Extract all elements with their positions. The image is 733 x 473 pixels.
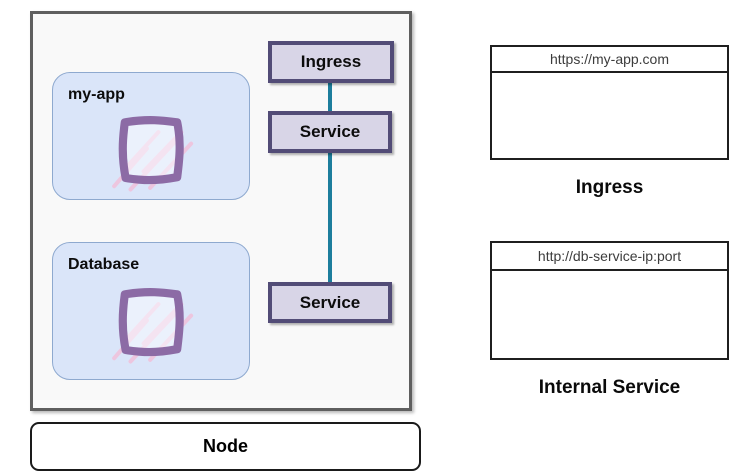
url-bar: https://my-app.com: [492, 47, 727, 73]
url-bar: http://db-service-ip:port: [492, 243, 727, 271]
connector-ingress-service: [328, 83, 332, 113]
caption-ingress: Ingress: [575, 177, 644, 198]
pod-label-database: Database: [68, 256, 140, 273]
pod-sketch-icon: [112, 116, 194, 192]
node-label: Node: [30, 422, 421, 471]
browser-window-internal-service: http://db-service-ip:port: [490, 241, 729, 360]
pod-sketch-icon: [112, 288, 194, 364]
browser-window-ingress: https://my-app.com: [490, 45, 729, 160]
service-box-db: Service: [268, 282, 392, 323]
caption-internal-service: Internal Service: [538, 377, 681, 398]
connector-service-service: [328, 153, 332, 284]
ingress-box: Ingress: [268, 41, 394, 83]
pod-label-my-app: my-app: [68, 86, 125, 103]
service-box-app: Service: [268, 111, 392, 153]
